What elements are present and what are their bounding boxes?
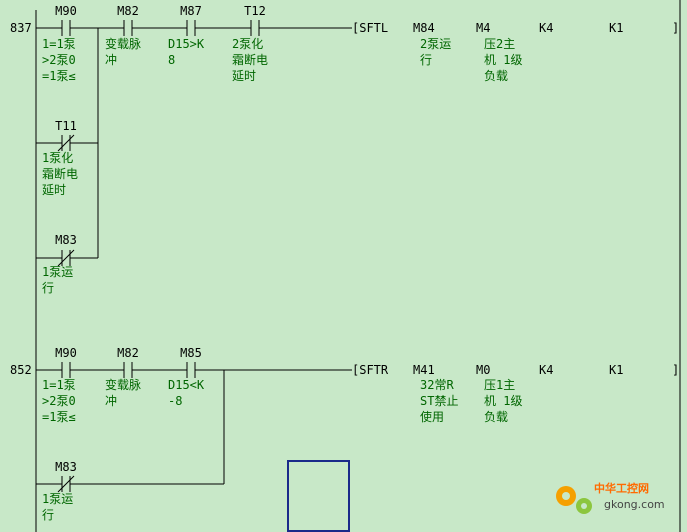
contact-symbol[interactable] xyxy=(183,20,199,36)
contact-symbol[interactable] xyxy=(247,20,263,36)
edit-cursor[interactable] xyxy=(287,460,350,532)
contact-label[interactable]: M90 xyxy=(55,346,77,360)
contact-comment: 2泵化 霜断电 延时 xyxy=(232,37,269,83)
step-number: 837 xyxy=(10,21,32,35)
contact-comment: 1=1泵 >2泵0 =1泵≤ xyxy=(42,378,76,424)
operand-comment: 压2主 机 1级 负载 xyxy=(484,37,523,83)
operand-label[interactable]: K1 xyxy=(609,363,624,377)
contact-label[interactable]: M82 xyxy=(117,346,139,360)
contact-label[interactable]: M87 xyxy=(180,4,202,18)
watermark-cn: 中华工控网 xyxy=(594,482,649,495)
operand-comment: 压1主 机 1级 负载 xyxy=(484,378,523,424)
contact-comment: 1泵运 行 xyxy=(42,492,74,522)
operand-label[interactable]: M84 xyxy=(413,21,435,35)
contact-symbol[interactable] xyxy=(120,20,136,36)
contact-label[interactable]: M83 xyxy=(55,460,77,474)
contact-nc-symbol[interactable] xyxy=(57,249,75,267)
operand-comment: 32常R ST禁止 使用 xyxy=(420,378,459,424)
contact-comment: 变载脉 冲 xyxy=(105,378,142,408)
operand-label[interactable]: K4 xyxy=(539,21,554,35)
contact-label[interactable]: M83 xyxy=(55,233,77,247)
contact-symbol[interactable] xyxy=(183,362,199,378)
contact-label[interactable]: T11 xyxy=(55,119,77,133)
contact-comment: 变载脉 冲 xyxy=(105,37,142,67)
contact-label[interactable]: M85 xyxy=(180,346,202,360)
contact-nc-symbol[interactable] xyxy=(57,475,75,493)
contact-symbol[interactable] xyxy=(58,362,74,378)
gear-icon xyxy=(556,486,592,514)
step-number: 852 xyxy=(10,363,32,377)
contact-label[interactable]: T12 xyxy=(244,4,266,18)
operand-label[interactable]: M0 xyxy=(476,363,491,377)
operand-label[interactable]: M41 xyxy=(413,363,435,377)
contact-comment: D15>K 8 xyxy=(168,37,205,67)
instruction-sftl[interactable]: [SFTL xyxy=(352,21,389,35)
operand-label[interactable]: K4 xyxy=(539,363,554,377)
contact-comment: 1泵化 霜断电 延时 xyxy=(42,151,79,197)
contact-symbol[interactable] xyxy=(120,362,136,378)
contact-comment: D15<K -8 xyxy=(168,378,205,408)
contact-comment: 1泵运 行 xyxy=(42,265,74,295)
instruction-close: ] xyxy=(672,363,680,377)
watermark-logo: 中华工控网 gkong.com xyxy=(550,478,680,518)
instruction-sftr[interactable]: [SFTR xyxy=(352,363,389,377)
watermark-en: gkong.com xyxy=(604,498,665,511)
contact-label[interactable]: M90 xyxy=(55,4,77,18)
instruction-close: ] xyxy=(672,21,680,35)
contact-comment: 1=1泵 >2泵0 =1泵≤ xyxy=(42,37,76,83)
contact-nc-symbol[interactable] xyxy=(57,134,75,152)
contact-symbol[interactable] xyxy=(58,20,74,36)
operand-comment: 2泵运 行 xyxy=(420,37,452,67)
contact-label[interactable]: M82 xyxy=(117,4,139,18)
operand-label[interactable]: K1 xyxy=(609,21,624,35)
operand-label[interactable]: M4 xyxy=(476,21,491,35)
